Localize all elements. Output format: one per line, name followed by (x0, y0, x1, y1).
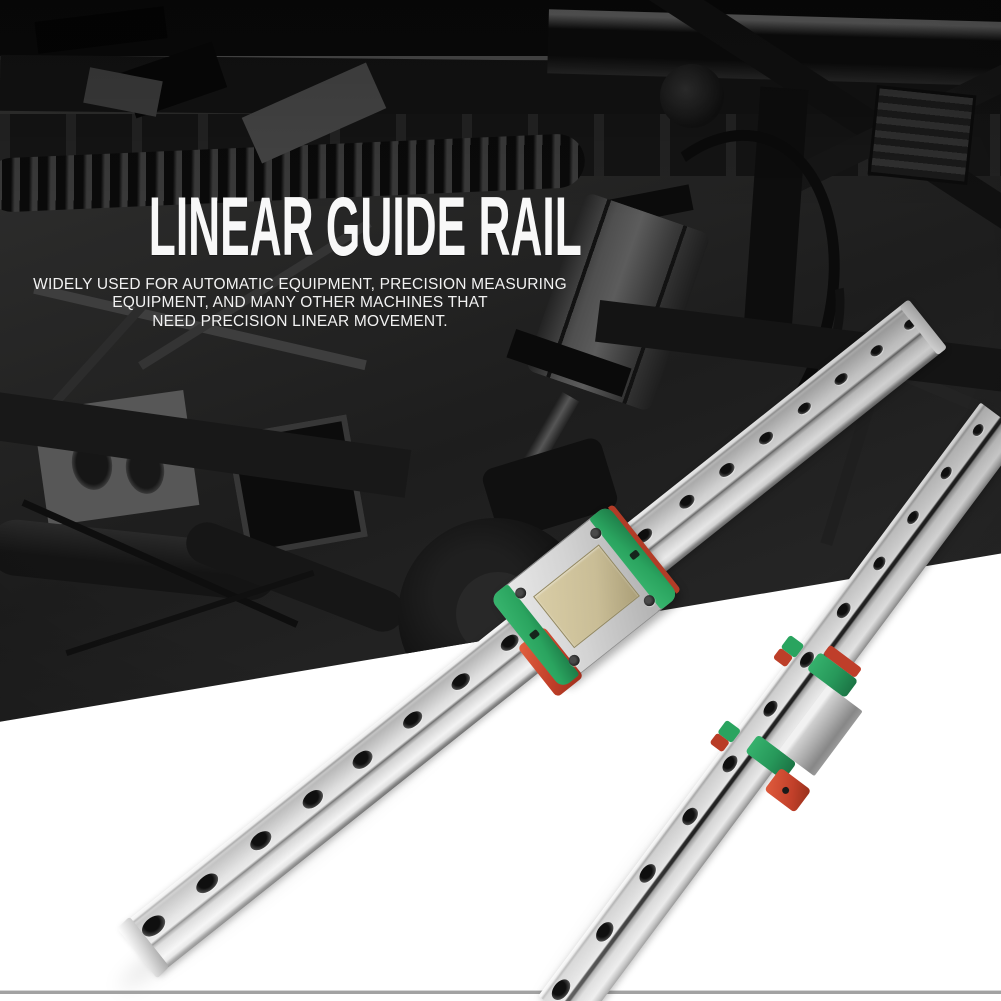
rail-mounting-hole (192, 869, 222, 898)
pulley-wheel (660, 64, 724, 128)
subtitle-line: NEED PRECISION LINEAR MOVEMENT. (152, 312, 448, 330)
page-title: LINEAR GUIDE RAIL (148, 180, 582, 274)
rail-mounting-hole (832, 371, 850, 388)
subtitle: WIDELY USED FOR AUTOMATIC EQUIPMENT, PRE… (20, 276, 580, 332)
rail-mounting-hole (834, 600, 853, 621)
rail-mounting-hole (970, 422, 986, 439)
rail-mounting-hole (757, 429, 776, 448)
rail-mounting-hole (592, 918, 617, 945)
rail-mounting-hole (548, 976, 574, 1001)
rail-mounting-hole (868, 343, 885, 359)
carriage-block-secondary (706, 617, 891, 813)
rail-mounting-hole (904, 508, 922, 527)
hero-text-block: LINEAR GUIDE RAIL WIDELY USED FOR AUTOMA… (20, 180, 582, 332)
rail-mounting-hole (795, 400, 813, 417)
subtitle-line: WIDELY USED FOR AUTOMATIC EQUIPMENT, PRE… (33, 275, 567, 293)
bottom-border-line (0, 991, 1001, 994)
rail-mounting-hole (938, 464, 955, 482)
motor-with-fins (867, 85, 977, 185)
rail-mounting-hole (400, 707, 426, 732)
rail-mounting-hole (349, 747, 376, 773)
rail-mounting-hole (676, 492, 697, 512)
rail-mounting-hole (679, 804, 702, 829)
machinery-beam-edge (0, 56, 1001, 60)
subtitle-line: EQUIPMENT, AND MANY OTHER MACHINES THAT (112, 294, 488, 312)
rail-mounting-hole (636, 861, 660, 886)
rail-mounting-hole (448, 670, 473, 694)
carriage-red-grease-plate (764, 767, 812, 813)
rail-mounting-hole (870, 553, 888, 573)
grease-port-hole (780, 785, 791, 796)
rail-mounting-hole (497, 631, 522, 654)
rail-mounting-hole (246, 827, 275, 855)
rail-mounting-hole (717, 460, 737, 480)
rail-mounting-hole (299, 786, 327, 813)
